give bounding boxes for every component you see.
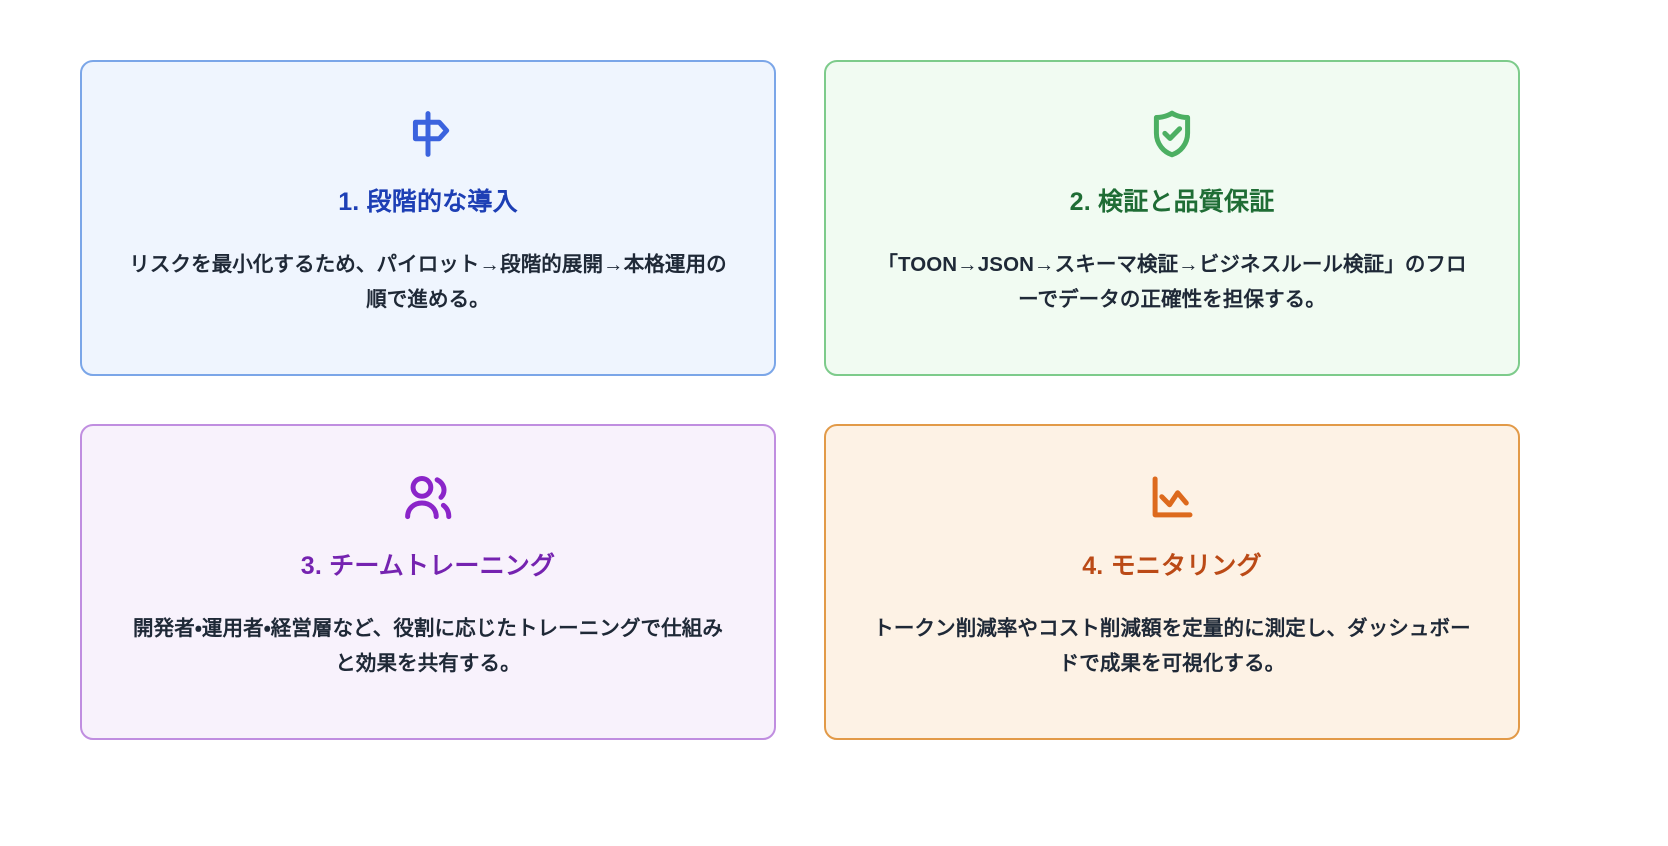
- card-description: 開発者・運用者・経営層など、役割に応じたトレーニングで仕組みと効果を共有する。: [133, 616, 723, 676]
- shield-check-icon: [1144, 106, 1200, 162]
- signpost-icon: [400, 106, 456, 162]
- card-title: 4. モニタリング: [1082, 552, 1262, 580]
- card-validation-quality[interactable]: 2. 検証と品質保証 「TOON→JSON→スキーマ検証→ビジネスルール検証」の…: [824, 60, 1520, 376]
- line-chart-icon: [1144, 470, 1200, 526]
- card-title: 3. チームトレーニング: [300, 552, 556, 580]
- card-phased-rollout[interactable]: 1. 段階的な導入 リスクを最小化するため、パイロット→段階的展開→本格運用の順…: [80, 60, 776, 376]
- card-monitoring[interactable]: 4. モニタリング トークン削減率やコスト削減額を定量的に測定し、ダッシュボード…: [824, 424, 1520, 740]
- card-title: 1. 段階的な導入: [338, 188, 518, 216]
- card-team-training[interactable]: 3. チームトレーニング 開発者・運用者・経営層など、役割に応じたトレーニングで…: [80, 424, 776, 740]
- card-title: 2. 検証と品質保証: [1069, 188, 1275, 216]
- card-description: リスクを最小化するため、パイロット→段階的展開→本格運用の順で進める。: [129, 252, 727, 312]
- card-description: トークン削減率やコスト削減額を定量的に測定し、ダッシュボードで成果を可視化する。: [873, 616, 1471, 676]
- card-description: 「TOON→JSON→スキーマ検証→ビジネスルール検証」のフローでデータの正確性…: [877, 252, 1467, 312]
- users-icon: [400, 470, 456, 526]
